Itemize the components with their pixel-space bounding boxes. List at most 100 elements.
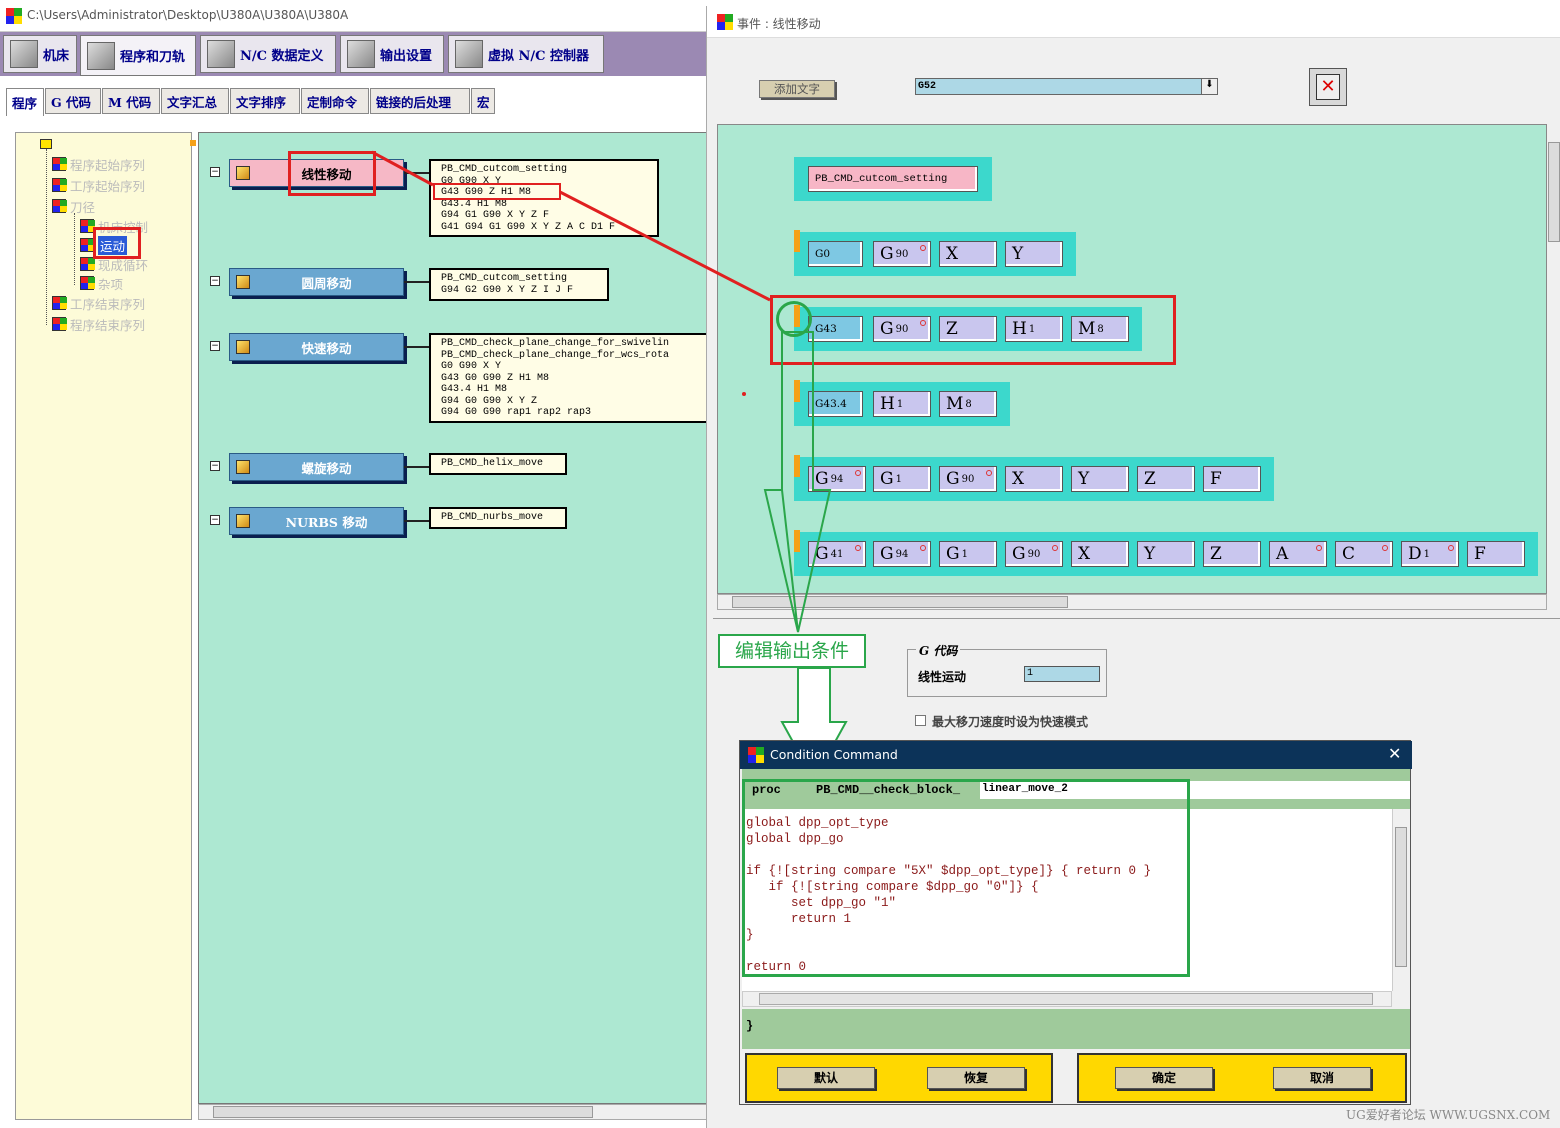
trash-icon[interactable]: ✕	[1309, 68, 1347, 106]
tab-virtual-nc[interactable]: 虚拟 N/C 控制器	[448, 35, 604, 73]
scroll-thumb[interactable]	[1395, 827, 1407, 967]
splitter-handle[interactable]	[190, 140, 196, 146]
event-code-nurbs-move[interactable]: PB_CMD_nurbs_move	[429, 507, 567, 529]
tree-item-operation-start[interactable]: 工序起始序列	[52, 176, 145, 194]
code-hscroll[interactable]	[742, 991, 1392, 1007]
scroll-thumb[interactable]	[1548, 142, 1560, 242]
ok-button[interactable]: 确定	[1115, 1067, 1213, 1089]
linear-motion-input[interactable]: 1	[1024, 666, 1100, 682]
word-chip[interactable]: C	[1335, 541, 1393, 567]
collapse-toggle[interactable]: −	[210, 276, 220, 286]
subtab-g-code[interactable]: G 代码	[45, 88, 101, 114]
tab-nc-data[interactable]: N/C 数据定义	[200, 35, 336, 73]
tree-item-misc[interactable]: 杂项	[80, 274, 123, 292]
subtab-linked-post[interactable]: 链接的后处理	[370, 88, 470, 114]
word-chip[interactable]: X	[1071, 541, 1129, 567]
word-chip[interactable]: Z	[1203, 541, 1261, 567]
gcode-group: G 代码 线性运动 1	[907, 642, 1107, 697]
collapse-toggle[interactable]: −	[210, 515, 220, 525]
subtab-word-summary[interactable]: 文字汇总	[161, 88, 229, 114]
event-code-helix-move[interactable]: PB_CMD_helix_move	[429, 453, 567, 475]
word-chip[interactable]: F	[1203, 466, 1261, 492]
word-chip[interactable]: PB_CMD_cutcom_setting	[808, 166, 978, 192]
word-chip[interactable]: G43.4	[808, 391, 863, 417]
code-vscroll[interactable]	[1392, 809, 1408, 991]
word-chip[interactable]: Y	[1071, 466, 1129, 492]
collapse-toggle[interactable]: −	[210, 167, 220, 177]
proc-name-input[interactable]: linear_move_2	[980, 781, 1410, 799]
word-chip[interactable]: Y	[1005, 241, 1063, 267]
tree-item-motion[interactable]: 运动	[80, 235, 128, 255]
app-icon	[717, 14, 733, 30]
dropdown-arrow-icon[interactable]: ⬇	[1201, 78, 1218, 95]
close-icon[interactable]: ✕	[1388, 744, 1402, 763]
subtab-custom-command[interactable]: 定制命令	[301, 88, 369, 114]
subtab-m-code[interactable]: M 代码	[102, 88, 160, 114]
scroll-thumb[interactable]	[759, 993, 1373, 1005]
collapse-toggle[interactable]: −	[210, 461, 220, 471]
tab-output-settings[interactable]: 输出设置	[340, 35, 444, 73]
scroll-thumb[interactable]	[213, 1106, 593, 1118]
tab-machine[interactable]: 机床	[3, 35, 77, 73]
restore-button[interactable]: 恢复	[927, 1067, 1025, 1089]
tree-item-operation-end[interactable]: 工序结束序列	[52, 294, 145, 312]
word-chip[interactable]: G0	[808, 241, 863, 267]
code-line: G43 G90 Z H1 M8	[441, 187, 532, 198]
canvas-hscroll[interactable]	[198, 1104, 710, 1120]
chip-text: A	[1276, 544, 1289, 564]
required-dot-icon	[920, 245, 926, 251]
event-icon	[236, 514, 250, 528]
tree-item-tool-path[interactable]: 刀径	[52, 197, 95, 215]
event-helix-move[interactable]: 螺旋移动	[229, 453, 404, 481]
scroll-thumb[interactable]	[732, 596, 1068, 608]
tree-item-program-end[interactable]: 程序结束序列	[52, 315, 145, 333]
tree-item-canned-cycle[interactable]: 现成循环	[80, 255, 148, 273]
word-chip[interactable]: X	[1005, 466, 1063, 492]
chip-text: D	[1408, 544, 1422, 564]
word-chip[interactable]: Y	[1137, 541, 1195, 567]
default-button[interactable]: 默认	[777, 1067, 875, 1089]
word-select-field[interactable]: G52	[915, 78, 1211, 95]
tree-label: 程序起始序列	[70, 157, 146, 173]
subtab-macro[interactable]: 宏	[471, 88, 495, 114]
block-hscroll[interactable]	[717, 594, 1547, 610]
tree-item-program-start[interactable]: 程序起始序列	[52, 155, 145, 173]
rapid-mode-checkbox[interactable]	[915, 715, 926, 726]
subtab-program[interactable]: 程序	[6, 88, 44, 116]
word-chip[interactable]: X	[939, 241, 997, 267]
subtab-word-sequence[interactable]: 文字排序	[230, 88, 300, 114]
word-chip[interactable]: F	[1467, 541, 1525, 567]
cancel-button[interactable]: 取消	[1273, 1067, 1371, 1089]
highlight-box	[433, 183, 561, 200]
tab-program-toolpath[interactable]: 程序和刀轨	[80, 35, 196, 76]
block-vscroll[interactable]	[1547, 124, 1560, 610]
toolpath-icon	[87, 41, 115, 70]
cube-icon	[52, 199, 67, 213]
word-chip[interactable]: Z	[939, 316, 997, 342]
word-chip[interactable]: A	[1269, 541, 1327, 567]
highlight-box	[93, 227, 141, 259]
collapse-toggle[interactable]: −	[210, 341, 220, 351]
add-text-button[interactable]: 添加文字	[759, 80, 835, 98]
event-rapid-move[interactable]: 快速移动	[229, 333, 404, 361]
event-nurbs-move[interactable]: NURBS 移动	[229, 507, 404, 535]
event-circular-move[interactable]: 圆周移动	[229, 268, 404, 296]
word-chip[interactable]: Z	[1137, 466, 1195, 492]
